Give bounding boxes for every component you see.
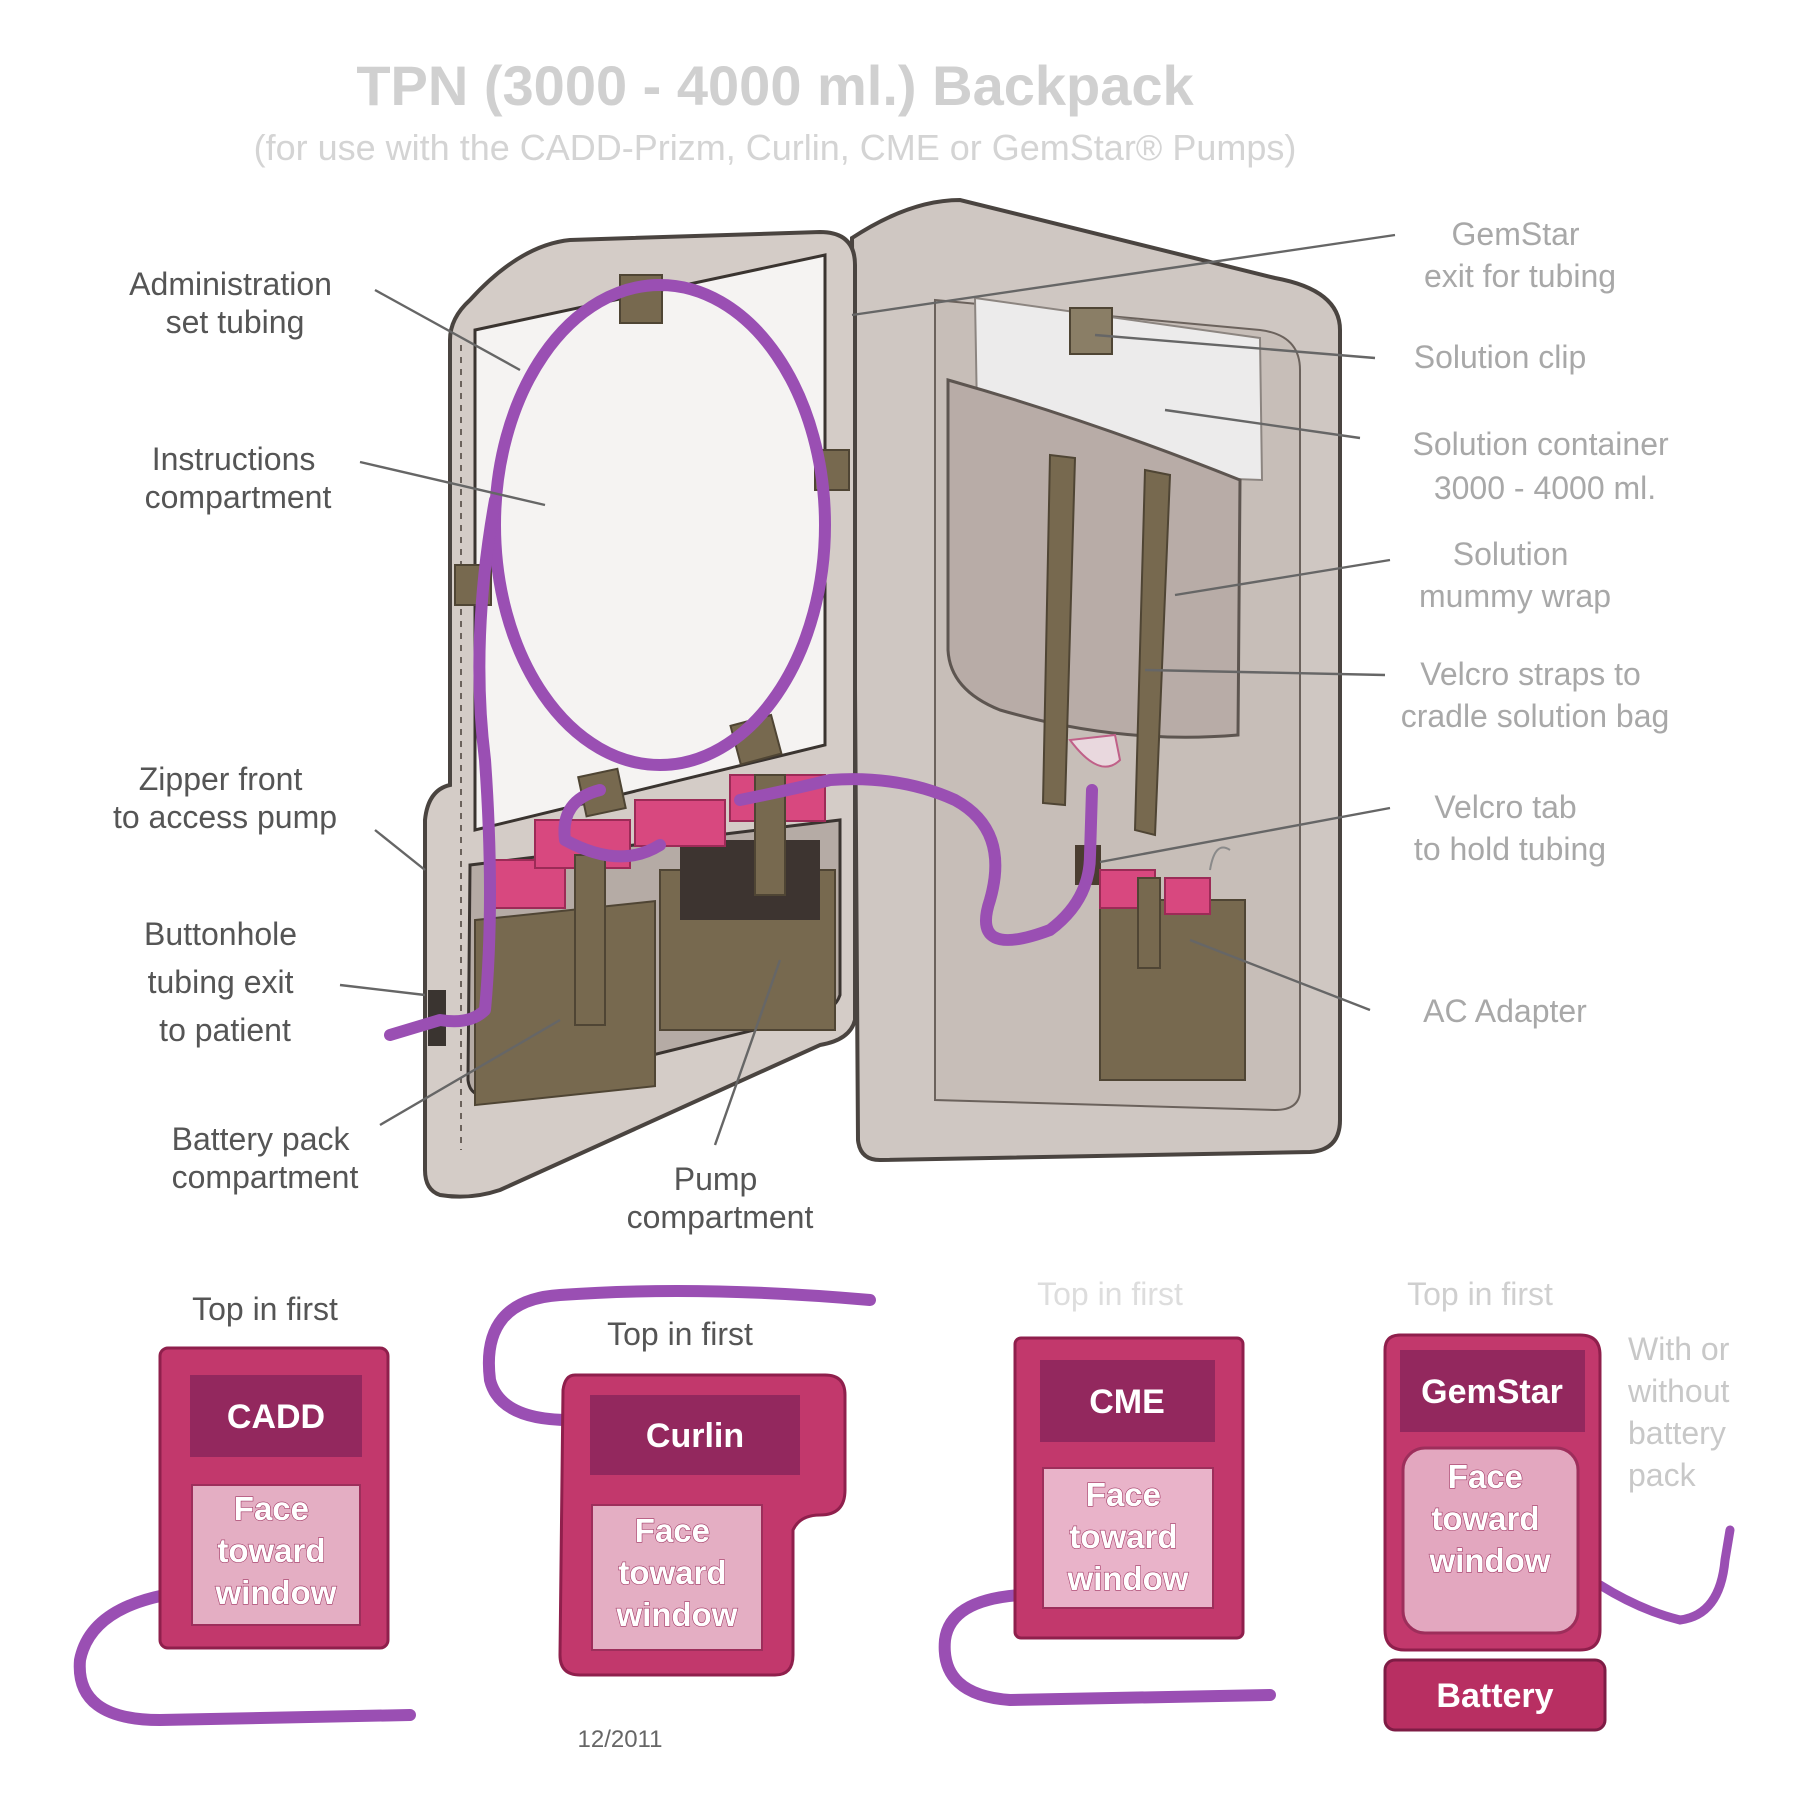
label-admin-tubing-line1: Administration [129,266,332,302]
pump-cme-window-text: Face toward window [1067,1476,1189,1597]
diagram-title: TPN (3000 - 4000 ml.) Backpack [356,54,1194,117]
pump-gemstar-window-line3: window [1429,1542,1551,1579]
pump-cadd-window-line3: window [215,1574,337,1611]
label-velcro-tab-line2: to hold tubing [1414,831,1606,867]
pump-curlin-window-line3: window [616,1596,738,1633]
pump-curlin-brand: Curlin [646,1417,744,1455]
battery-pack-compartment [474,819,656,1107]
label-admin-tubing: Administration set tubing [129,266,341,340]
label-velcro-straps-line2: cradle solution bag [1401,698,1670,734]
label-instructions: Instructions compartment [145,441,332,515]
label-mummy-wrap-line1: Solution [1453,536,1569,572]
pump-cme-top-note: Top in first [1037,1276,1183,1312]
velcro-strap-left [1041,453,1077,807]
label-battery-comp-line2: compartment [172,1159,359,1195]
label-velcro-tab: Velcro tab to hold tubing [1414,789,1606,867]
pump-curlin-window-text: Face toward window [616,1512,738,1633]
label-gemstar-exit: GemStar exit for tubing [1424,216,1616,294]
pump-curlin-window-line2: toward [618,1554,726,1591]
pump-cme-window-line1: Face [1086,1476,1161,1513]
pump-gemstar-top-note: Top in first [1407,1276,1553,1312]
pump-gemstar-window-line2: toward [1431,1500,1539,1537]
label-velcro-straps-line1: Velcro straps to [1420,656,1641,692]
label-instructions-line2: compartment [145,479,332,515]
pump-cadd-brand: CADD [227,1398,325,1436]
pump-gemstar-brand: GemStar [1421,1373,1563,1411]
label-solution-container-line1: Solution container [1412,426,1669,462]
pump-cadd-window [191,1484,361,1626]
gemstar-battery-label: Battery [1436,1677,1553,1715]
pump-cme-window-line3: window [1067,1560,1189,1597]
backpack [384,197,1342,1199]
pump-curlin-window-line1: Face [635,1512,710,1549]
label-pump-comp-line2: compartment [627,1199,814,1235]
pump-cme-window-line2: toward [1069,1518,1177,1555]
label-solution-container-line2: 3000 - 4000 ml. [1434,470,1656,506]
label-velcro-straps: Velcro straps to cradle solution bag [1401,656,1670,734]
pump-cme: Top in first CME Face toward window [938,1276,1276,1706]
diagram-subtitle: (for use with the CADD-Prizm, Curlin, CM… [254,127,1297,168]
label-battery-comp: Battery pack compartment [172,1121,359,1195]
label-ac-adapter: AC Adapter [1423,993,1587,1029]
label-battery-comp-line1: Battery pack [172,1121,351,1157]
label-pump-comp-line1: Pump [674,1161,758,1197]
battery-note-line3: battery [1628,1415,1726,1451]
label-gemstar-exit-line2: exit for tubing [1424,258,1616,294]
label-instructions-line1: Instructions [152,441,316,477]
administration-tubing [384,279,1098,1041]
label-mummy-wrap-line2: mummy wrap [1419,578,1611,614]
pump-cadd-window-text: Face toward window [215,1490,337,1611]
battery-note-line2: without [1627,1373,1730,1409]
label-solution-clip: Solution clip [1414,339,1587,375]
label-buttonhole-line3: to patient [159,1012,291,1048]
pump-compartment [634,774,836,1031]
battery-note: With or without battery pack [1627,1331,1738,1493]
pump-gemstar-window [1401,1446,1580,1635]
label-solution-container: Solution container 3000 - 4000 ml. [1412,426,1677,506]
pump-cadd-window-line2: toward [217,1532,325,1569]
label-buttonhole: Buttonhole tubing exit to patient [144,916,306,1048]
battery-note-line4: pack [1628,1457,1697,1493]
pump-cadd: Top in first CADD Face toward window [73,1291,416,1726]
label-gemstar-exit-line1: GemStar [1452,216,1580,252]
velcro-strap-right [1133,468,1172,837]
label-velcro-tab-line1: Velcro tab [1434,789,1576,825]
label-mummy-wrap: Solution mummy wrap [1419,536,1611,614]
solution-clip [1069,307,1113,355]
label-zipper-line2: to access pump [113,799,337,835]
pump-gemstar-window-line1: Face [1448,1458,1523,1495]
label-buttonhole-line1: Buttonhole [144,916,297,952]
pump-cadd-window-line1: Face [234,1490,309,1527]
label-zipper: Zipper front to access pump [113,761,337,835]
label-zipper-line1: Zipper front [139,761,303,797]
ac-adapter [1099,846,1246,1081]
solution-mummy-wrap [946,378,1242,739]
pump-cme-window [1042,1467,1214,1609]
pump-cme-brand: CME [1089,1383,1165,1421]
battery-note-line1: With or [1628,1331,1730,1367]
label-pump-comp: Pump compartment [627,1161,814,1235]
pump-curlin-top-note: Top in first [607,1316,753,1352]
pump-cadd-top-note: Top in first [192,1291,338,1327]
label-buttonhole-line2: tubing exit [148,964,294,1000]
pump-curlin-window [591,1504,763,1651]
date-stamp: 12/2011 [578,1726,663,1753]
pump-gemstar: Top in first GemStar Face toward window … [1383,1276,1738,1732]
label-admin-tubing-line2: set tubing [166,304,305,340]
solution-bag-tip [1068,733,1122,768]
leader-lines [339,233,1396,1146]
pump-curlin: Top in first Curlin Face toward window [482,1285,876,1677]
pump-gemstar-window-text: Face toward window [1429,1458,1551,1579]
gemstar-battery-pack [1383,1658,1607,1732]
